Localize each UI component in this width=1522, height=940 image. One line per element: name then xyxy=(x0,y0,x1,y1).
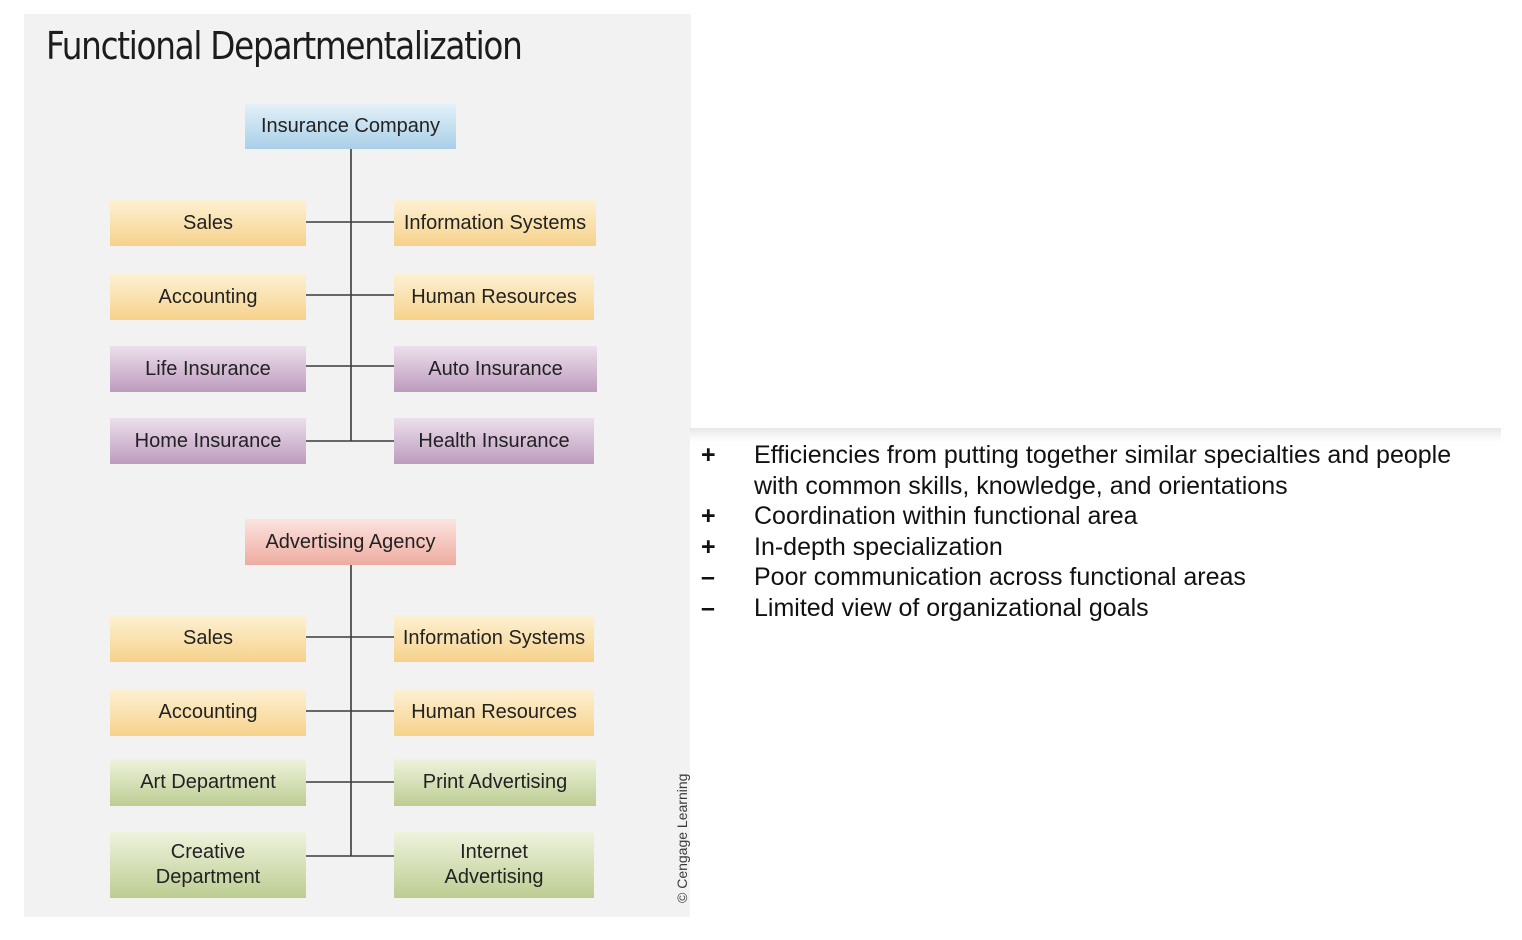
plus-sign: + xyxy=(701,502,716,531)
advertising-sales-box: Sales xyxy=(110,615,306,662)
creative-department-box: Creative Department xyxy=(110,832,306,898)
list-item-text: Poor communication across functional are… xyxy=(754,563,1246,592)
insurance-sales-box: Sales xyxy=(110,200,306,246)
auto-insurance-box: Auto Insurance xyxy=(394,346,597,392)
list-item-text: Coordination within functional area xyxy=(754,502,1138,531)
list-item: + Coordination within functional area xyxy=(700,501,1500,532)
advertising-information-systems-box: Information Systems xyxy=(394,615,594,662)
list-item: – Poor communication across functional a… xyxy=(700,562,1500,593)
plus-sign: + xyxy=(701,532,716,561)
copyright-notice: © Cengage Learning xyxy=(674,773,690,903)
list-item: + In-depth specialization xyxy=(700,532,1500,563)
pros-cons-list: + Efficiencies from putting together sim… xyxy=(700,440,1500,624)
page-title: Functional Departmentalization xyxy=(46,24,523,68)
life-insurance-box: Life Insurance xyxy=(110,346,306,392)
home-insurance-box: Home Insurance xyxy=(110,418,306,464)
list-item-text: Limited view of organizational goals xyxy=(754,593,1149,622)
minus-sign: – xyxy=(701,563,715,592)
text-panel xyxy=(690,428,1501,928)
advertising-accounting-box: Accounting xyxy=(110,689,306,736)
print-advertising-box: Print Advertising xyxy=(394,759,596,806)
list-item-text: In-depth specialization xyxy=(754,532,1003,561)
list-item: + Efficiencies from putting together sim… xyxy=(700,440,1500,501)
list-item-text: Efficiencies from putting together simil… xyxy=(754,441,1452,500)
advertising-agency-box: Advertising Agency xyxy=(245,519,456,565)
insurance-company-box: Insurance Company xyxy=(245,104,456,149)
health-insurance-box: Health Insurance xyxy=(394,418,594,464)
art-department-box: Art Department xyxy=(110,759,306,806)
insurance-information-systems-box: Information Systems xyxy=(394,200,596,246)
plus-sign: + xyxy=(701,441,716,469)
advertising-human-resources-box: Human Resources xyxy=(394,689,594,736)
list-item: – Limited view of organizational goals xyxy=(700,593,1500,624)
insurance-human-resources-box: Human Resources xyxy=(394,274,594,320)
insurance-accounting-box: Accounting xyxy=(110,274,306,320)
minus-sign: – xyxy=(701,593,715,622)
internet-advertising-box: Internet Advertising xyxy=(394,832,594,898)
